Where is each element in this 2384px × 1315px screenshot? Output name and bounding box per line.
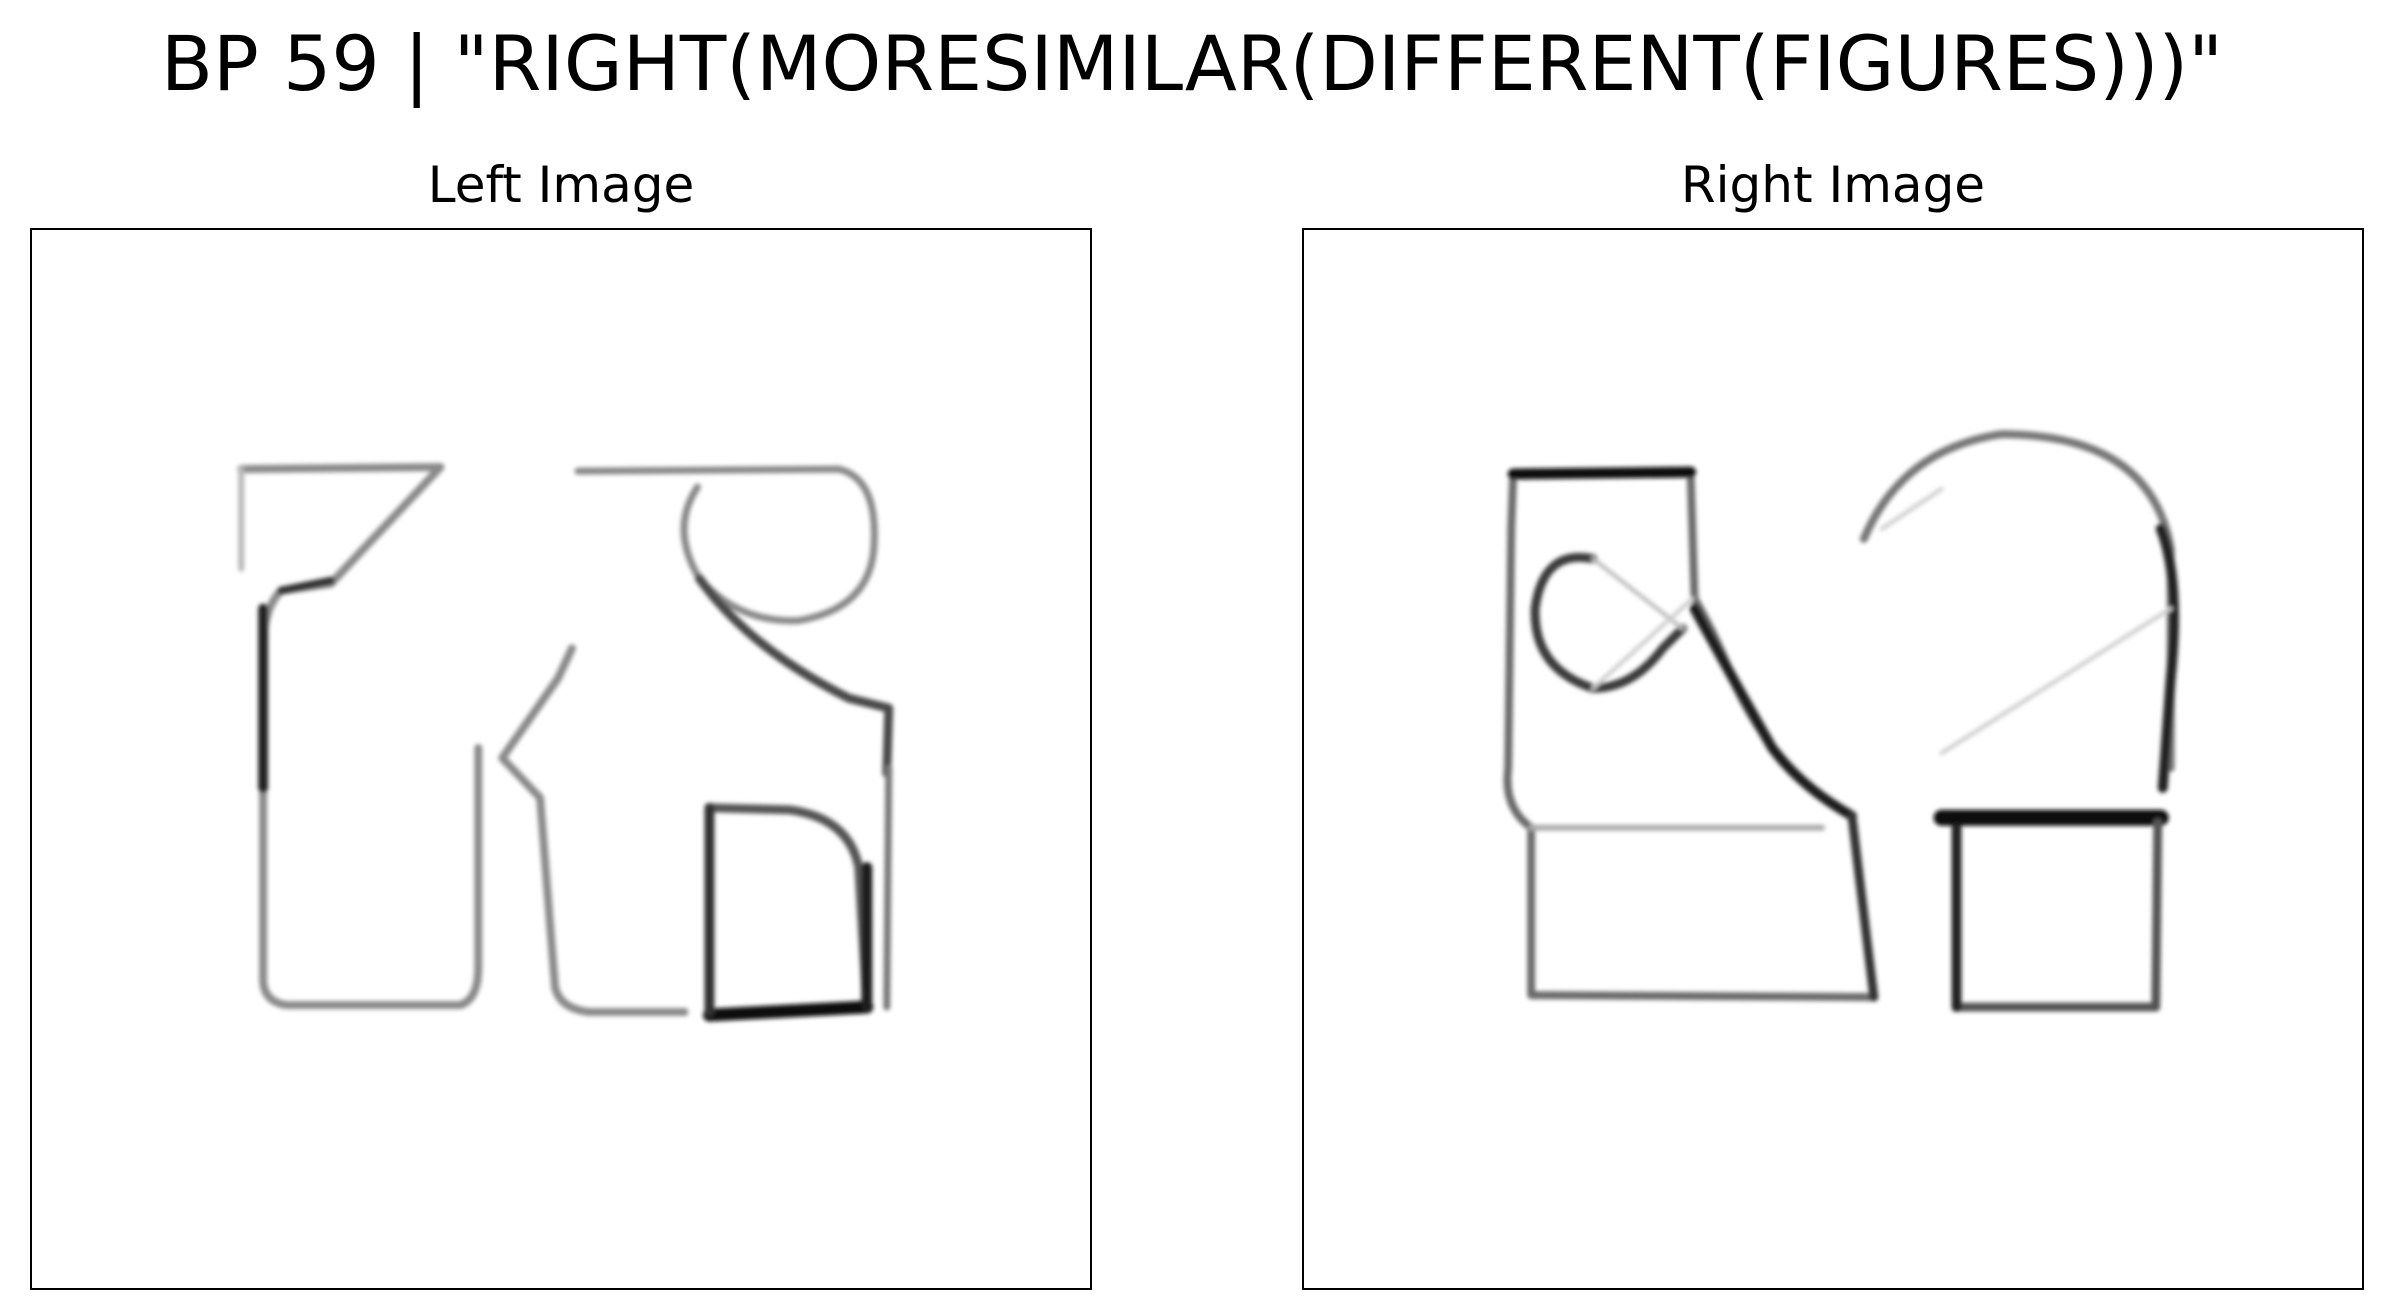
left-figure-outline-3 bbox=[574, 465, 878, 625]
left-figure-outline-2 bbox=[498, 644, 689, 1017]
left-image-title: Left Image bbox=[427, 156, 695, 214]
figure-title: BP 59 | "RIGHT(MORESIMILAR(DIFFERENT(FIG… bbox=[160, 19, 2224, 108]
right-image-title: Right Image bbox=[1680, 156, 1986, 214]
right-figure-inner-loop bbox=[1530, 552, 1688, 693]
left-figure-outline-4 bbox=[704, 803, 872, 1020]
left-figure-outline-1 bbox=[237, 463, 483, 1010]
right-image-drawing bbox=[1503, 430, 2180, 1013]
right-figure-outline-2 bbox=[1859, 430, 2175, 772]
left-image-panel bbox=[30, 228, 1092, 1290]
right-figure-outline-3 bbox=[1952, 818, 2163, 1012]
left-image-drawing bbox=[237, 463, 894, 1022]
right-image-panel bbox=[1302, 228, 2364, 1290]
right-figure-outline-1 bbox=[1503, 468, 1878, 1002]
